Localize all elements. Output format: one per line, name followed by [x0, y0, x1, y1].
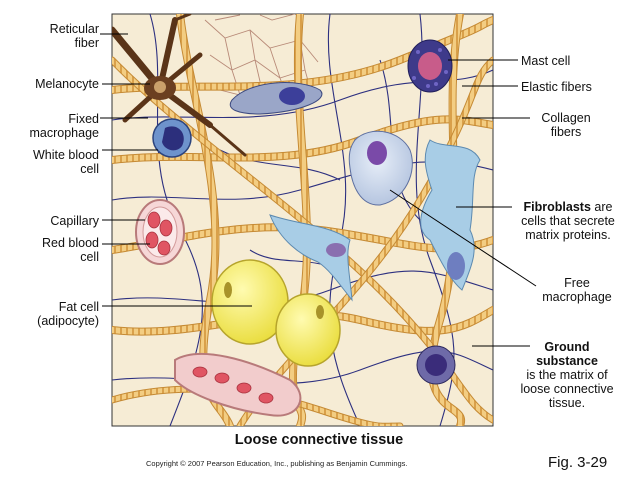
label-line: loose connective: [520, 382, 614, 396]
label-line: Elastic fibers: [521, 80, 592, 94]
label-line: cells that secrete: [521, 214, 615, 228]
label-line: fibers: [550, 125, 582, 139]
label-line: Ground: [508, 340, 626, 354]
label-line: Fixed: [68, 112, 99, 126]
label-line: fiber: [74, 36, 99, 50]
mast-cell: [407, 39, 453, 93]
label-line: Reticular: [49, 22, 99, 36]
label-line: is the matrix of: [526, 368, 608, 382]
fat-cells: [211, 259, 341, 367]
label-line: cell: [80, 162, 99, 176]
label-line: tissue.: [548, 396, 586, 410]
ground-substance-cell: [416, 345, 456, 385]
label-fat-cell: Fat cell (adipocyte): [37, 300, 99, 328]
label-line: substance: [508, 354, 626, 368]
leader-lines: [100, 33, 537, 347]
label-bold: substance: [536, 354, 598, 368]
fibroblast-cell: [420, 139, 481, 291]
label-capillary: Capillary: [50, 214, 99, 228]
label-rest: are: [590, 200, 613, 214]
label-line: Fat cell: [58, 300, 99, 314]
label-bold: Fibroblasts: [523, 200, 591, 214]
white-blood-cell: [152, 118, 192, 158]
label-line: matrix proteins.: [525, 228, 611, 242]
label-line: Melanocyte: [35, 77, 99, 91]
label-line: White blood: [32, 148, 99, 162]
label-melanocyte: Melanocyte: [35, 77, 99, 91]
label-white-blood-cell: White blood cell: [33, 148, 99, 176]
label-free-macrophage: Free macrophage: [536, 276, 618, 304]
label-bold: Ground: [544, 340, 590, 354]
label-reticular-fiber: Reticular fiber: [50, 22, 99, 50]
label-line: Capillary: [50, 214, 99, 228]
label-line: macrophage: [542, 290, 612, 304]
fixed-macrophage-cell: [229, 82, 323, 115]
label-ground-substance: Ground substance is the matrix of loose …: [508, 340, 626, 410]
melanocyte-cell: [112, 14, 247, 157]
fibroblast-cell: [269, 214, 353, 302]
label-red-blood-cell: Red blood cell: [42, 236, 99, 264]
label-line: Free: [564, 276, 590, 290]
label-elastic-fibers: Elastic fibers: [521, 80, 592, 94]
capillary-lower: [174, 352, 302, 417]
label-collagen-fibers: Collagen fibers: [534, 111, 598, 139]
label-line: Mast cell: [521, 54, 571, 68]
red-blood-cells: [145, 211, 173, 256]
label-fibroblasts: Fibroblasts are cells that secrete matri…: [503, 200, 633, 242]
label-line: Fibroblasts are: [503, 200, 633, 214]
label-line: macrophage: [29, 126, 100, 140]
label-mast-cell: Mast cell: [521, 54, 570, 68]
capillary: [135, 199, 185, 265]
label-line: Red blood: [42, 236, 99, 250]
copyright-notice: Copyright © 2007 Pearson Education, Inc.…: [146, 459, 408, 468]
figure-title: Loose connective tissue: [234, 432, 404, 448]
label-line: cell: [80, 250, 99, 264]
free-macrophage-cell: [348, 130, 413, 206]
figure-number: Fig. 3-29: [548, 454, 608, 471]
label-line: (adipocyte): [37, 314, 99, 328]
label-line: Collagen: [541, 111, 591, 125]
label-fixed-macrophage: Fixed macrophage: [30, 112, 100, 140]
